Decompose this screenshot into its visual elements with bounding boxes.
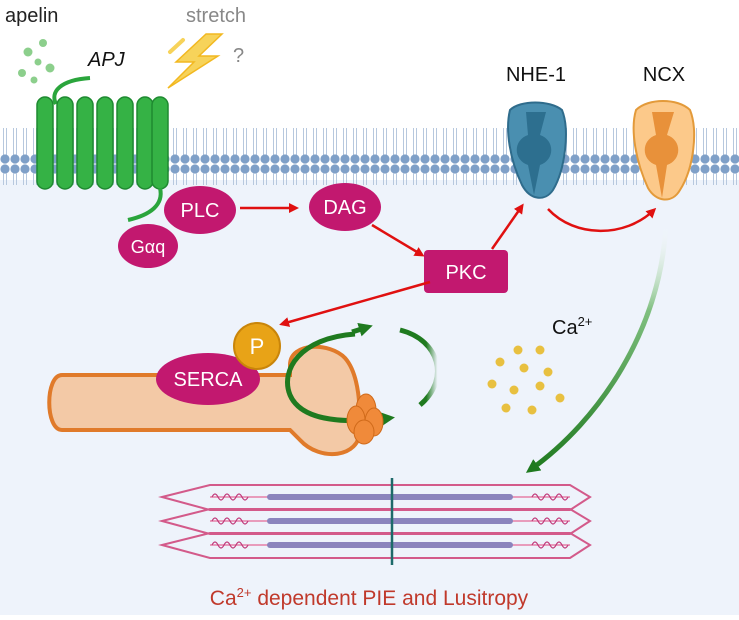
calcium-label: Ca2+: [552, 314, 592, 339]
serca-pump: [156, 353, 260, 405]
dag-label: DAG: [323, 197, 366, 219]
arrow-nhe1-to-ncx: [547, 207, 657, 233]
serca-label: SERCA: [174, 369, 244, 391]
arrow-pkc-to-serca: [279, 280, 431, 327]
ncx-label: NCX: [643, 64, 685, 86]
arrow-dag-to-pkc: [371, 223, 425, 257]
arrow-ncx-to-myofilaments: [525, 224, 669, 473]
plc-node: [164, 186, 236, 234]
apj-label: APJ: [87, 49, 126, 71]
gaq-node: [118, 224, 178, 268]
stretch-label: stretch: [186, 5, 246, 27]
arrow-pkc-to-nhe1: [490, 203, 524, 250]
nhe1-label: NHE-1: [506, 64, 566, 86]
phosphate-label: P: [250, 334, 265, 359]
apj-receptor: [36, 76, 169, 222]
lightning-icon: [167, 33, 224, 89]
ryanodine-receptor: [346, 393, 384, 445]
signaling-arrows: [240, 203, 657, 327]
pkc-label: PKC: [445, 262, 486, 284]
gaq-label: Gαq: [131, 237, 165, 257]
stretch-question: ?: [233, 45, 244, 67]
pkc-node: [424, 250, 508, 293]
calcium-ions: [487, 345, 565, 415]
phosphorylation-p: [233, 322, 281, 370]
outcome-caption: Ca2+ dependent PIE and Lusitropy: [210, 585, 529, 610]
dag-node: [309, 183, 381, 231]
ncx-transporter: [632, 100, 696, 201]
nhe1-transporter: [507, 101, 567, 199]
plc-label: PLC: [181, 200, 220, 222]
apelin-label: apelin: [5, 5, 58, 27]
apelin-molecules: [18, 39, 55, 84]
calcium-cycling-loop: [285, 323, 440, 427]
sarcomere: [158, 478, 592, 565]
